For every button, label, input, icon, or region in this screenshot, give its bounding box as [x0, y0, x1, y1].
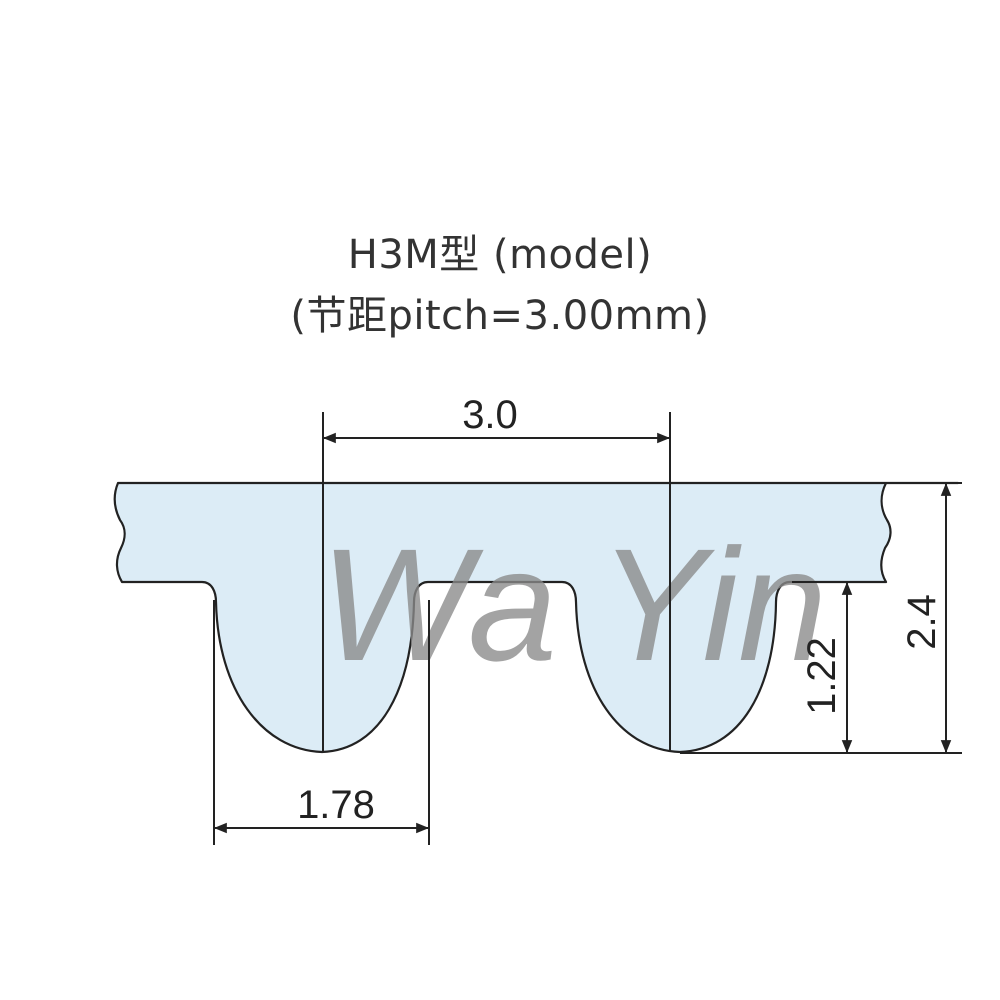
title-model: H3M型 (model): [347, 232, 653, 278]
tooth-width-label: 1.78: [297, 783, 375, 827]
tooth-height-label: 1.22: [800, 637, 844, 715]
title-pitch: (节距pitch=3.00mm): [290, 293, 710, 339]
pitch-label: 3.0: [462, 393, 518, 437]
belt-body: [113, 481, 960, 754]
total-height-label: 2.4: [900, 594, 944, 650]
watermark-text: Wa Yin: [320, 515, 827, 694]
